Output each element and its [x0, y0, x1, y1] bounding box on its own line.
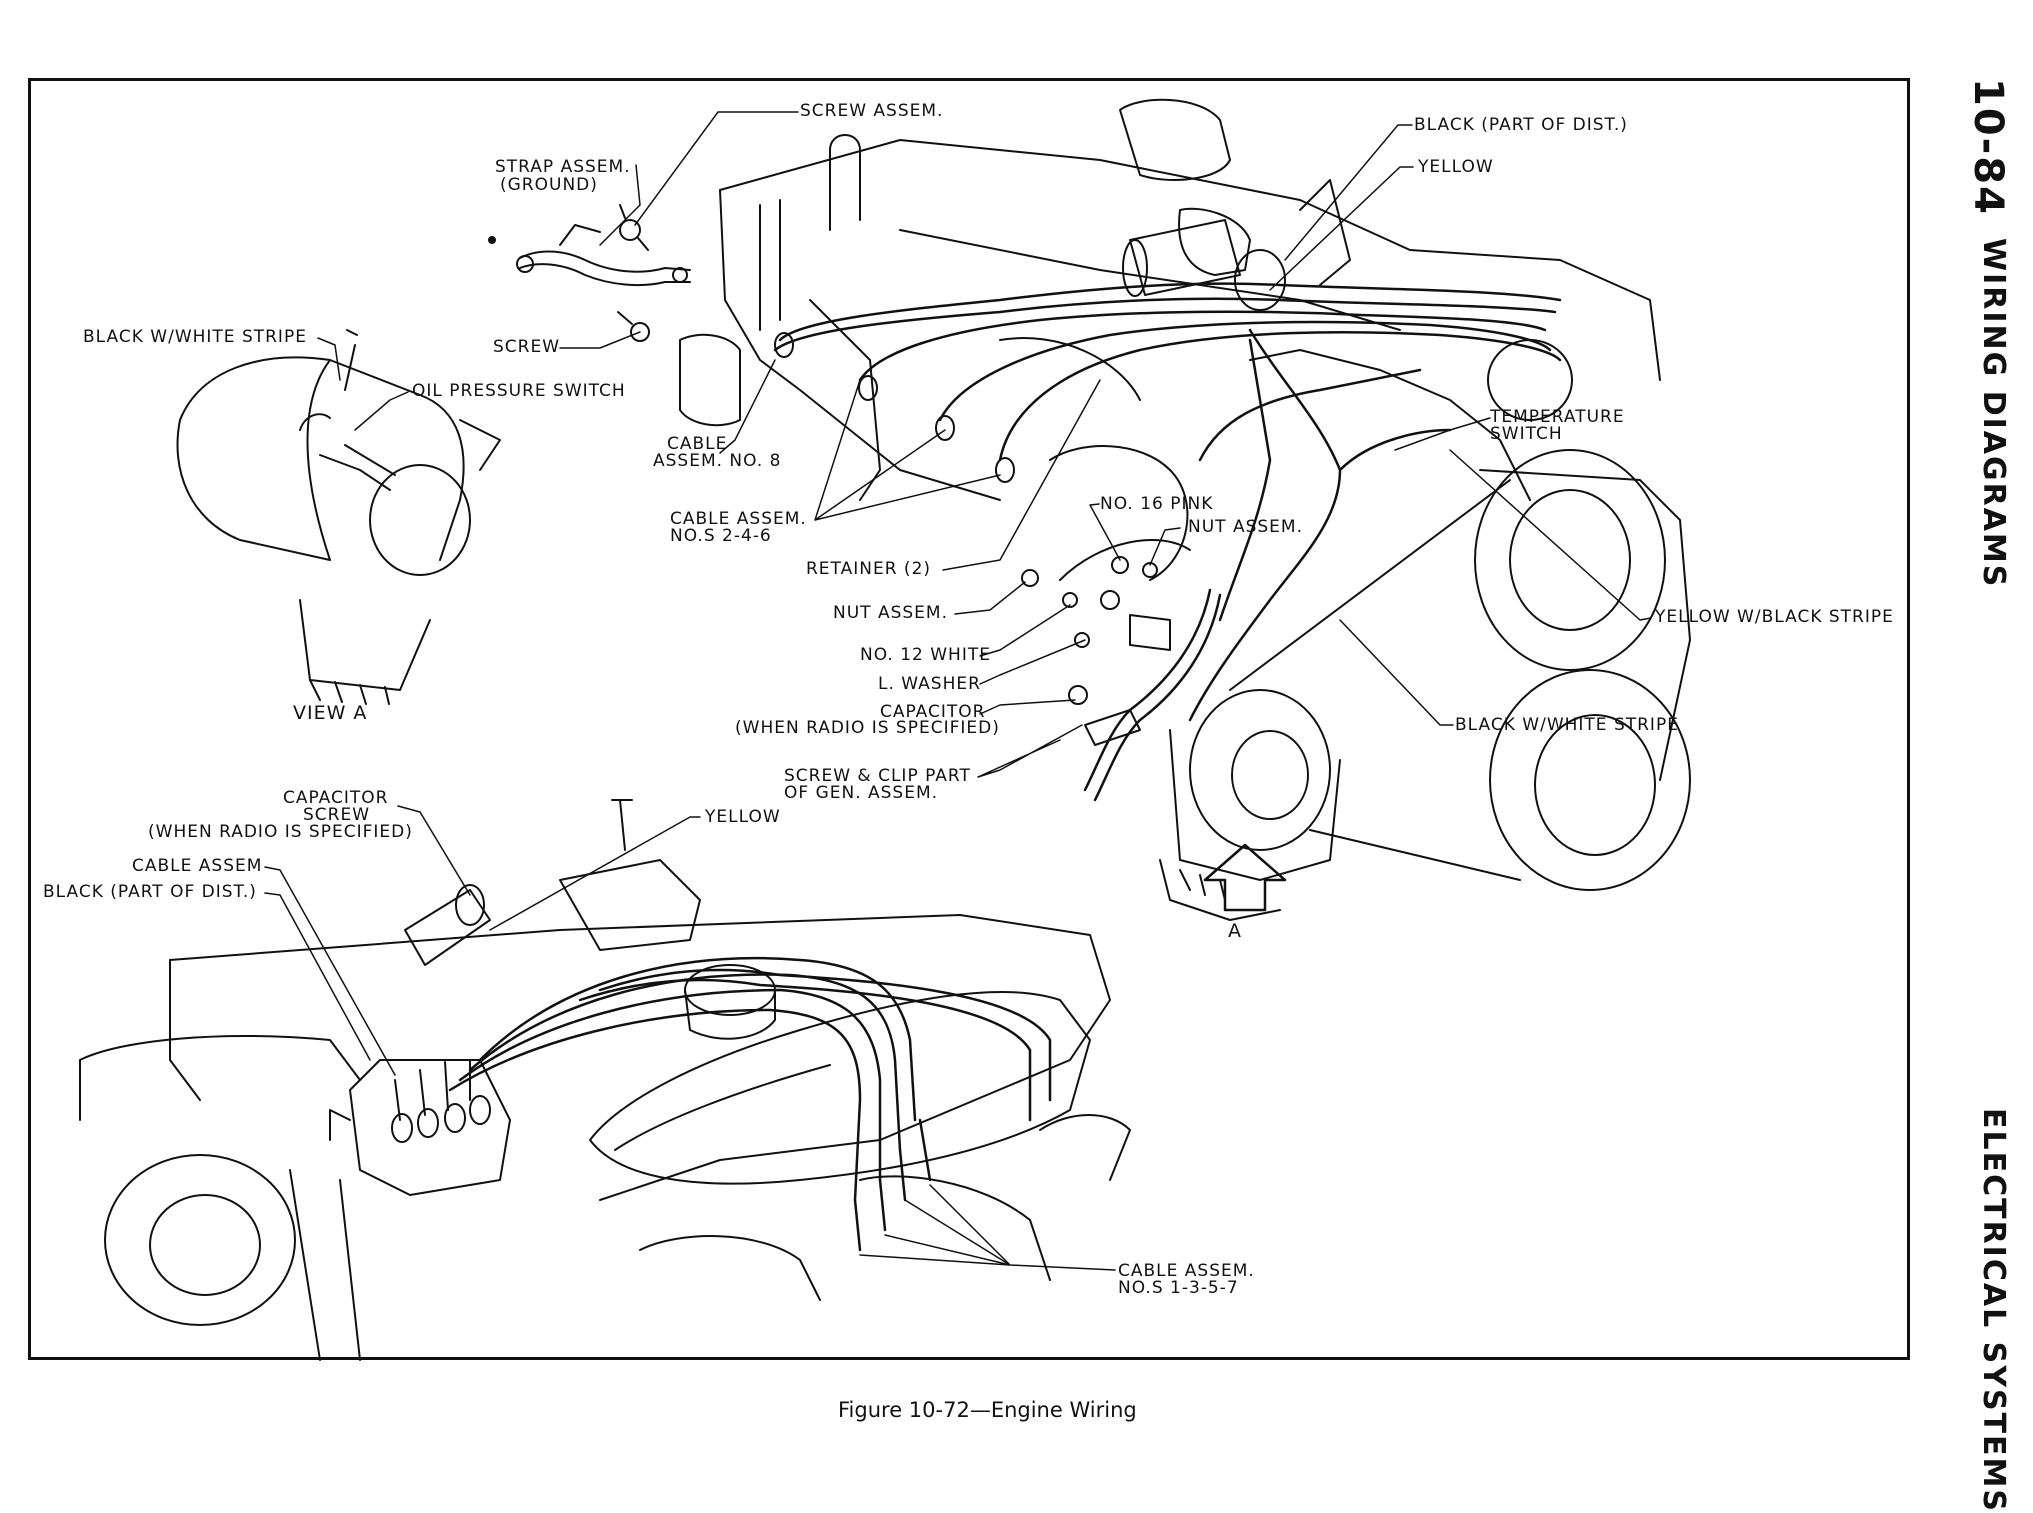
label-nut-assem-left: NUT ASSEM.	[833, 603, 948, 623]
label-black-white-stripe-top: BLACK W/WHITE STRIPE	[83, 327, 307, 347]
label-yellow-bottom: YELLOW	[705, 807, 781, 827]
label-capacitor: CAPACITOR	[880, 702, 986, 722]
lower-harness	[448, 956, 1052, 1252]
view-a-starter	[176, 329, 501, 705]
figure-frame	[28, 78, 1910, 1360]
label-screw-clip-line1: SCREW & CLIP PART	[784, 766, 971, 786]
generator-terminals	[1021, 539, 1191, 746]
view-a-label: VIEW A	[293, 702, 368, 724]
label-cable-no8-line2: ASSEM. NO. 8	[653, 451, 782, 471]
label-screw: SCREW	[493, 337, 561, 357]
section-title: WIRING DIAGRAMS	[1976, 238, 2011, 589]
lower-engine-block	[79, 799, 1131, 1361]
label-no16-pink: NO. 16 PINK	[1100, 494, 1214, 514]
label-strap-ground: (GROUND)	[500, 175, 598, 195]
footer-section-title: ELECTRICAL SYSTEMS	[1976, 1108, 2011, 1513]
label-cable-1357-line1: CABLE ASSEM.	[1118, 1261, 1255, 1281]
label-yellow-top: YELLOW	[1418, 157, 1494, 177]
label-black-part-dist-top: BLACK (PART OF DIST.)	[1414, 115, 1628, 135]
arrow-a-label: A	[1228, 920, 1241, 942]
label-retainer: RETAINER (2)	[806, 559, 932, 579]
label-temperature-line1: TEMPERATURE	[1490, 407, 1625, 427]
label-capacitor-note: (WHEN RADIO IS SPECIFIED)	[735, 718, 1000, 738]
upper-harness	[773, 282, 1562, 802]
label-yellow-black-stripe: YELLOW W/BLACK STRIPE	[1655, 607, 1894, 627]
strap-assembly-detail	[488, 204, 691, 342]
label-screw-clip-line2: OF GEN. ASSEM.	[784, 783, 939, 803]
label-no12-white: NO. 12 WHITE	[860, 645, 991, 665]
label-black-part-dist-bottom: BLACK (PART OF DIST.)	[43, 882, 257, 902]
label-capacitor-screw-note: (WHEN RADIO IS SPECIFIED)	[148, 822, 413, 842]
label-nut-assem-right: NUT ASSEM.	[1188, 517, 1303, 537]
label-black-white-stripe-right: BLACK W/WHITE STRIPE	[1455, 715, 1679, 735]
upper-coil	[1122, 219, 1241, 297]
label-oil-pressure-switch: OIL PRESSURE SWITCH	[412, 381, 626, 401]
label-cable-1357-line2: NO.S 1-3-5-7	[1118, 1278, 1239, 1298]
label-cable-246-line1: CABLE ASSEM.	[670, 509, 807, 529]
label-l-washer: L. WASHER	[878, 674, 981, 694]
label-temperature-line2: SWITCH	[1490, 424, 1563, 444]
page-number: 10-84	[1965, 78, 2011, 216]
label-cable-assem-bottom: CABLE ASSEM	[132, 856, 263, 876]
label-strap-assem: STRAP ASSEM.	[495, 157, 631, 177]
figure-caption: Figure 10-72—Engine Wiring	[838, 1398, 1137, 1422]
label-cable-246-line2: NO.S 2-4-6	[670, 526, 772, 546]
label-capacitor-screw-line2: SCREW	[303, 805, 371, 825]
leader-lines	[264, 111, 1652, 1271]
upper-plug-boots	[774, 332, 1015, 483]
label-cable-no8-line1: CABLE	[667, 434, 728, 454]
label-capacitor-screw-line1: CAPACITOR	[283, 788, 389, 808]
label-screw-assem: SCREW ASSEM.	[800, 101, 944, 121]
